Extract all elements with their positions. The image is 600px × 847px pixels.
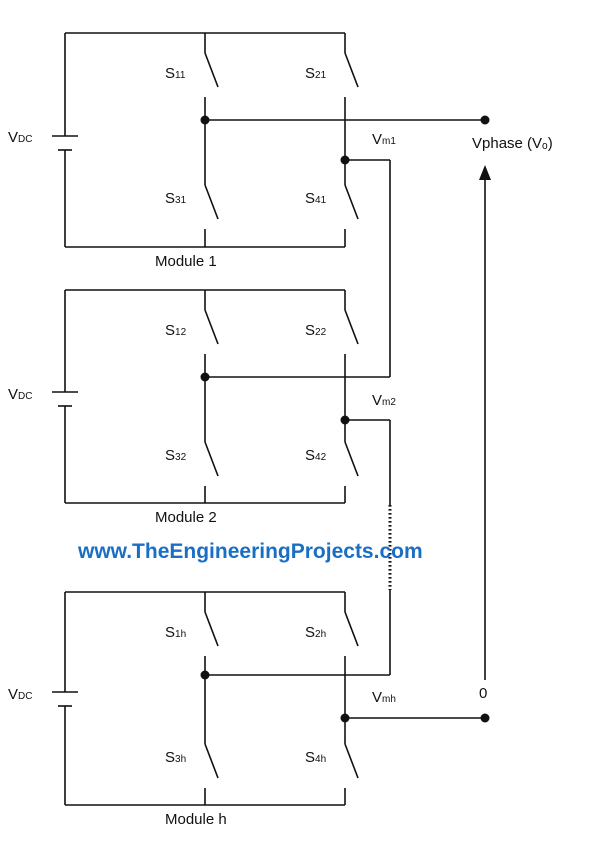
module-title-1: Module 1 xyxy=(155,253,217,270)
switch-label-s2h: S2h xyxy=(305,624,326,641)
vdc-label-h: VDC xyxy=(8,686,32,703)
vm-label-1: Vm1 xyxy=(372,131,396,148)
switch-label-s1h: S1h xyxy=(165,624,186,641)
switch-label-s12: S12 xyxy=(165,322,187,339)
module-1: VDC S11 S21 S31 S41 Vm1 Module 1 xyxy=(8,32,485,270)
output-terminals: Vphase (Vₒ) 0 xyxy=(472,115,553,723)
module-2: VDC S12 S22 S32 S42 Vm2 Module 2 xyxy=(8,289,396,526)
vdc-label-2: VDC xyxy=(8,386,32,403)
switch-label-s22: S22 xyxy=(305,322,327,339)
arrow-head-icon xyxy=(479,165,491,180)
switch-label-s32: S32 xyxy=(165,447,187,464)
zero-label: 0 xyxy=(479,685,487,702)
switch-label-s11: S11 xyxy=(165,65,186,82)
vdc-label-1: VDC xyxy=(8,129,32,146)
vphase-label: Vphase (Vₒ) xyxy=(472,135,553,152)
switch-label-s31: S31 xyxy=(165,190,187,207)
zero-terminal xyxy=(480,713,490,723)
switch-label-s41: S41 xyxy=(305,190,327,207)
switch-label-s4h: S4h xyxy=(305,749,326,766)
module-title-2: Module 2 xyxy=(155,509,217,526)
module-h: VDC S1h S2h S3h S4h Vmh Module h xyxy=(8,591,485,828)
vphase-terminal xyxy=(480,115,490,125)
switch-label-s3h: S3h xyxy=(165,749,186,766)
vm-label-h: Vmh xyxy=(372,689,396,706)
switch-label-s21: S21 xyxy=(305,65,327,82)
module-title-h: Module h xyxy=(165,811,227,828)
watermark-text: www.TheEngineeringProjects.com xyxy=(77,540,423,563)
vm-label-2: Vm2 xyxy=(372,392,396,409)
switch-label-s42: S42 xyxy=(305,447,327,464)
